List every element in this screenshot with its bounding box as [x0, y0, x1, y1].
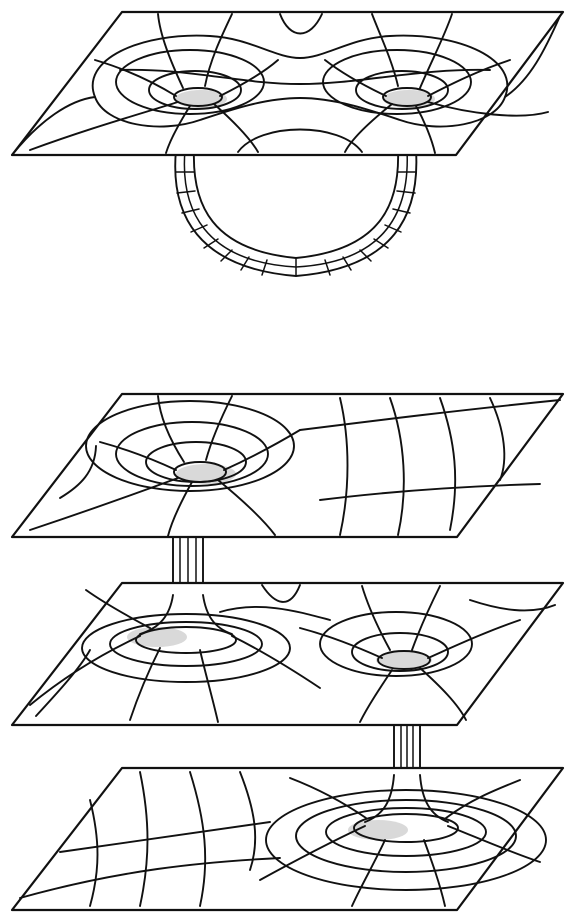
loop-tube	[175, 150, 416, 276]
bottom-sheet-1	[12, 394, 563, 537]
bottom-sheet-3	[12, 768, 563, 910]
bottom-panel	[12, 394, 563, 910]
top-sheet	[12, 12, 563, 155]
bottom-sheet-2	[12, 583, 563, 725]
top-panel	[12, 12, 563, 276]
